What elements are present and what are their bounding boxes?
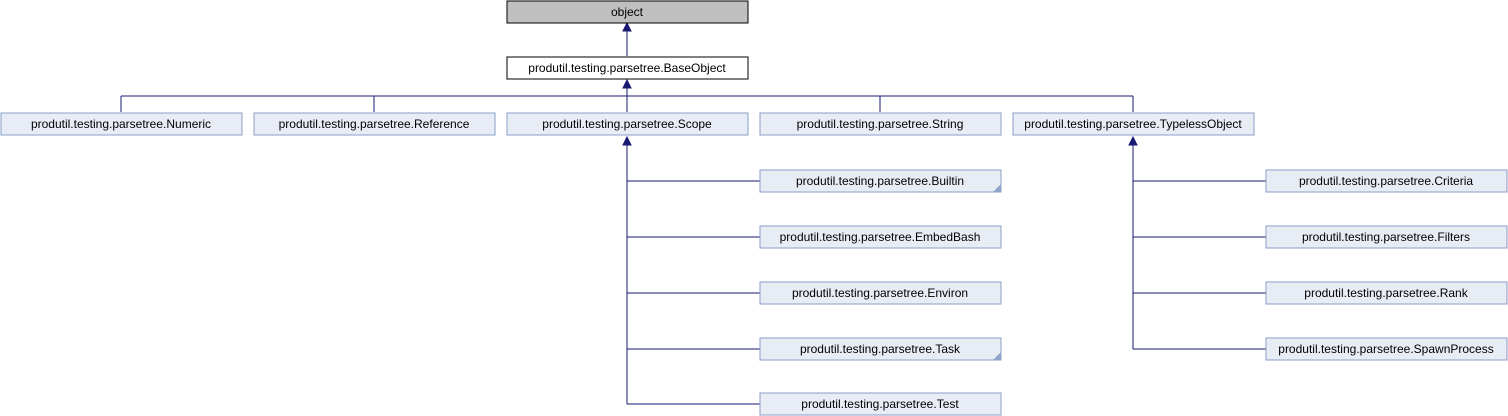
arrowhead-typelessobject	[1128, 135, 1138, 146]
node-filters-label: produtil.testing.parsetree.Filters	[1302, 230, 1470, 244]
node-task-label: produtil.testing.parsetree.Task	[800, 342, 961, 356]
node-rank[interactable]: produtil.testing.parsetree.Rank	[1265, 281, 1508, 305]
node-numeric[interactable]: produtil.testing.parsetree.Numeric	[0, 112, 243, 136]
node-scope[interactable]: produtil.testing.parsetree.Scope	[506, 112, 749, 136]
node-builtin-label: produtil.testing.parsetree.Builtin	[796, 174, 964, 188]
node-embedbash[interactable]: produtil.testing.parsetree.EmbedBash	[759, 225, 1002, 249]
node-object: object	[506, 0, 749, 24]
node-numeric-label: produtil.testing.parsetree.Numeric	[31, 117, 211, 131]
node-builtin[interactable]: produtil.testing.parsetree.Builtin	[759, 169, 1002, 193]
node-typelessobject-label: produtil.testing.parsetree.TypelessObjec…	[1024, 117, 1242, 131]
node-spawnprocess[interactable]: produtil.testing.parsetree.SpawnProcess	[1265, 337, 1508, 361]
node-string-label: produtil.testing.parsetree.String	[797, 117, 964, 131]
node-object-label: object	[611, 5, 644, 19]
node-scope-label: produtil.testing.parsetree.Scope	[542, 117, 712, 131]
fold-corner-icon	[993, 184, 1001, 192]
node-embedbash-label: produtil.testing.parsetree.EmbedBash	[780, 230, 981, 244]
node-task[interactable]: produtil.testing.parsetree.Task	[759, 337, 1002, 361]
node-typelessobject[interactable]: produtil.testing.parsetree.TypelessObjec…	[1012, 112, 1255, 136]
node-environ[interactable]: produtil.testing.parsetree.Environ	[759, 281, 1002, 305]
node-test[interactable]: produtil.testing.parsetree.Test	[759, 392, 1002, 416]
node-filters[interactable]: produtil.testing.parsetree.Filters	[1265, 225, 1508, 249]
node-rank-label: produtil.testing.parsetree.Rank	[1304, 286, 1468, 300]
node-baseobject-label: produtil.testing.parsetree.BaseObject	[528, 61, 726, 75]
arrowhead-scope	[622, 135, 632, 146]
arrowhead-baseobject	[622, 78, 632, 89]
node-baseobject[interactable]: produtil.testing.parsetree.BaseObject	[506, 56, 749, 80]
edges	[120, 21, 1266, 405]
node-criteria-label: produtil.testing.parsetree.Criteria	[1299, 174, 1473, 188]
node-environ-label: produtil.testing.parsetree.Environ	[792, 286, 968, 300]
arrowhead-object	[622, 21, 632, 32]
node-string[interactable]: produtil.testing.parsetree.String	[759, 112, 1002, 136]
node-reference[interactable]: produtil.testing.parsetree.Reference	[253, 112, 496, 136]
node-test-label: produtil.testing.parsetree.Test	[801, 397, 959, 411]
node-reference-label: produtil.testing.parsetree.Reference	[279, 117, 470, 131]
fold-corner-icon	[993, 352, 1001, 360]
node-criteria[interactable]: produtil.testing.parsetree.Criteria	[1265, 169, 1508, 193]
node-spawnprocess-label: produtil.testing.parsetree.SpawnProcess	[1278, 342, 1493, 356]
